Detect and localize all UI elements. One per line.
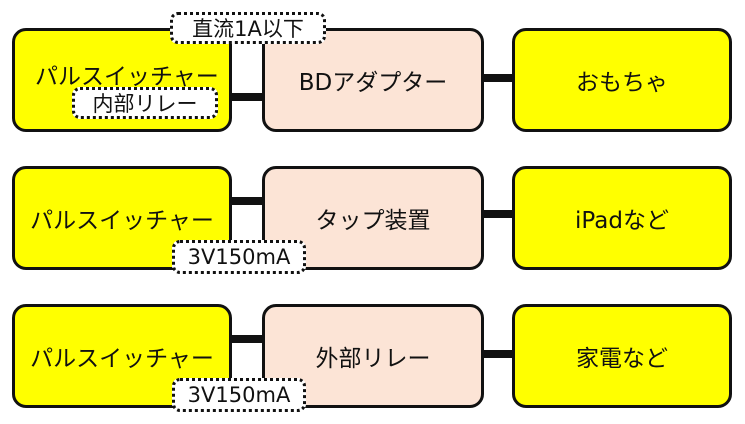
target-box-1: おもちゃ: [512, 28, 732, 132]
rating-tag-3: 3V150mA: [172, 378, 306, 412]
connector-source-adapter-2: [228, 197, 266, 205]
source-label-1: パルスイッチャー: [35, 64, 219, 90]
adapter-label-1: BDアダプター: [298, 70, 448, 96]
target-box-2: iPadなど: [512, 166, 732, 270]
adapter-label-3: 外部リレー: [315, 346, 431, 372]
source-label-3: パルスイッチャー: [30, 346, 214, 372]
connector-adapter-target-1: [480, 74, 516, 82]
target-label-1: おもちゃ: [576, 70, 668, 96]
target-label-2: iPadなど: [575, 208, 669, 234]
inner-note-tag-1: 内部リレー: [72, 87, 218, 119]
connector-source-adapter-3: [228, 335, 266, 343]
target-label-3: 家電など: [576, 346, 668, 372]
rating-tag-1: 直流1A以下: [170, 12, 326, 44]
source-label-2: パルスイッチャー: [30, 208, 214, 234]
adapter-label-2: タップ装置: [315, 208, 431, 234]
target-box-3: 家電など: [512, 304, 732, 408]
connector-adapter-target-3: [480, 350, 516, 358]
rating-tag-2: 3V150mA: [172, 240, 306, 274]
adapter-box-1: BDアダプター: [262, 28, 484, 132]
connector-adapter-target-2: [480, 210, 516, 218]
connector-source-adapter-1: [228, 93, 266, 101]
